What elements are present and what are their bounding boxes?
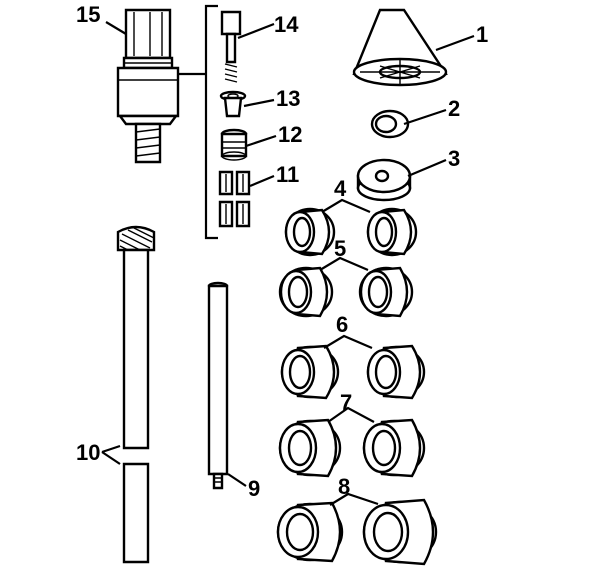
callout-6: 6 (336, 312, 348, 337)
part-11-inserts (218, 170, 251, 228)
part-9-threaded-rod (207, 281, 229, 490)
leader-line-3 (407, 158, 447, 178)
leader-line-2 (403, 108, 447, 126)
callout-8: 8 (338, 474, 350, 499)
callout-10: 10 (76, 440, 100, 465)
bracket-parts-11-14 (204, 4, 218, 240)
part-14-pin (220, 10, 242, 83)
leader-line-7 (327, 406, 375, 423)
callout-15: 15 (76, 2, 100, 27)
callout-7: 7 (340, 390, 352, 415)
part-2-ring (370, 109, 410, 139)
callout-13: 13 (276, 86, 300, 111)
part-5-bushing-pair (278, 266, 414, 318)
part-13-bushing (219, 90, 247, 118)
callout-14: 14 (274, 12, 299, 37)
leader-line-6 (323, 334, 373, 350)
leader-line-4 (321, 198, 371, 214)
leader-line-1 (435, 34, 475, 52)
part-10-long-bar (116, 225, 156, 564)
leader-line-15 (105, 21, 127, 35)
callout-9: 9 (248, 476, 260, 501)
part-3-puck (356, 158, 412, 202)
part-7-bushing-pair (278, 418, 426, 478)
leader-line-10 (101, 444, 121, 465)
part-12-sleeve (220, 128, 248, 161)
leader-line-11 (249, 174, 275, 188)
callout-3: 3 (448, 146, 460, 171)
part-8-bushing-pair (276, 498, 438, 566)
callout-12: 12 (278, 122, 302, 147)
leader-line-13 (243, 98, 275, 108)
part-15-driver-handle (116, 8, 180, 164)
part-4-bushing-pair (284, 207, 418, 257)
leader-line-9 (227, 473, 247, 487)
leader-line-8 (329, 492, 379, 506)
callout-11: 11 (276, 162, 299, 187)
callout-4: 4 (334, 176, 347, 201)
leader-line-12 (245, 134, 277, 148)
leader-line-14 (237, 22, 275, 40)
part-1-cone (352, 8, 448, 87)
part-6-bushing-pair (280, 344, 426, 400)
callout-2: 2 (448, 96, 460, 121)
callout-1: 1 (476, 22, 488, 47)
leader-line-5 (319, 256, 369, 272)
callout-5: 5 (334, 236, 346, 261)
